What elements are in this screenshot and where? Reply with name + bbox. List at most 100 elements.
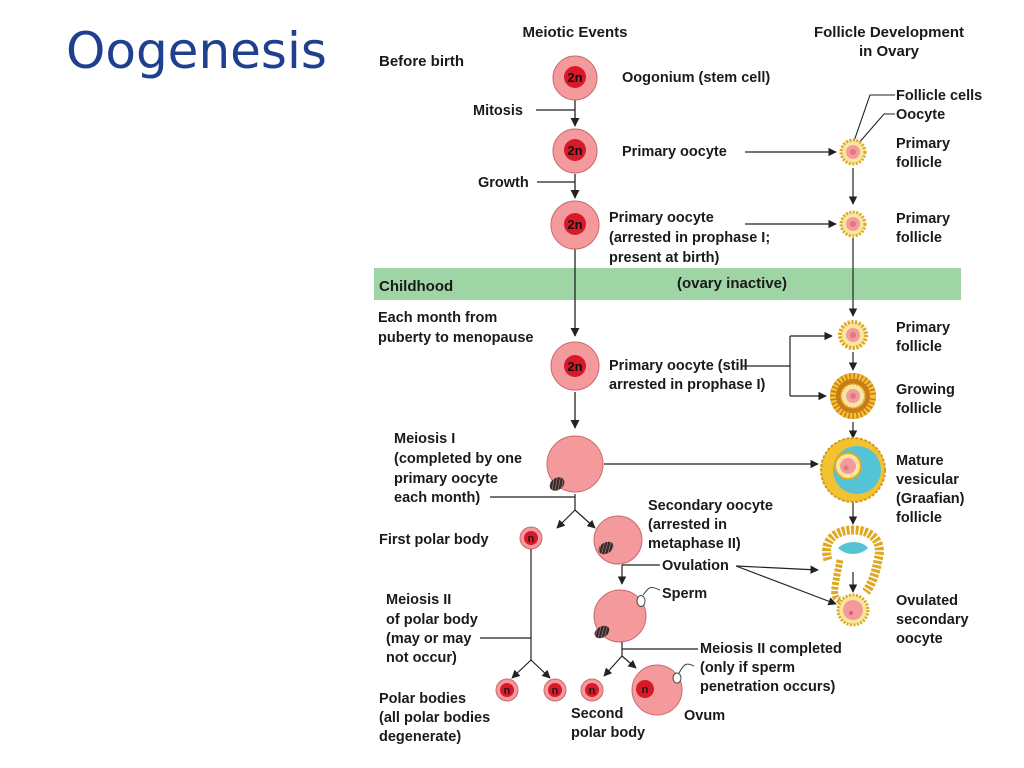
header-meiotic-events: Meiotic Events bbox=[522, 24, 627, 41]
meiosis-2-polar-line2: of polar body bbox=[386, 612, 478, 628]
oogonium-ploidy: 2n bbox=[567, 70, 582, 85]
primary-oocyte-cell-1: 2n bbox=[552, 128, 598, 174]
meiosis-2-polar-line1: Meiosis II bbox=[386, 592, 451, 608]
primary-follicle-3 bbox=[838, 320, 868, 350]
primary-oocyte-2-line3: present at birth) bbox=[609, 250, 720, 266]
mature-follicle-line1: Mature bbox=[896, 453, 944, 469]
label-growing-follicle: Growing follicle bbox=[896, 382, 959, 417]
primary-follicle-1 bbox=[839, 138, 867, 166]
stage-each-month: Each month from puberty to menopause bbox=[378, 310, 534, 346]
label-mitosis: Mitosis bbox=[473, 103, 523, 119]
label-primary-follicle-1: Primary follicle bbox=[896, 136, 954, 171]
meiosis-1-line4: each month) bbox=[394, 490, 480, 506]
meiosis-1-split bbox=[556, 494, 596, 529]
ovulated-oocyte-line2: secondary bbox=[896, 612, 969, 628]
primary-oocyte-3-line2: arrested in prophase I) bbox=[609, 377, 765, 393]
follicle-link-arrows bbox=[604, 147, 837, 469]
stage-childhood: Childhood bbox=[379, 278, 453, 295]
ovulated-oocyte-line1: Ovulated bbox=[896, 593, 958, 609]
primary-follicle-2-line2: follicle bbox=[896, 230, 942, 246]
first-polar-body: n bbox=[519, 526, 543, 550]
label-sperm: Sperm bbox=[662, 586, 707, 602]
second-polar-body-line2: polar body bbox=[571, 725, 645, 741]
meiosis-1-line3: primary oocyte bbox=[394, 471, 498, 487]
label-meiosis-2-completed: Meiosis II completed (only if sperm pene… bbox=[700, 641, 846, 695]
polar-body-a: n bbox=[495, 678, 519, 702]
first-polar-body-ploidy: n bbox=[528, 533, 535, 545]
meiosis-1-line1: Meiosis I bbox=[394, 431, 455, 447]
ovum-ploidy: n bbox=[642, 684, 649, 696]
stage-before-birth: Before birth bbox=[379, 53, 464, 70]
secondary-oocyte-line2: (arrested in bbox=[648, 517, 727, 533]
primary-follicle-1-line1: Primary bbox=[896, 136, 950, 152]
mature-follicle-line3: (Graafian) bbox=[896, 491, 965, 507]
header-follicle-development: Follicle Development bbox=[814, 24, 964, 41]
mature-follicle bbox=[820, 437, 886, 503]
primary-oocyte-1-ploidy: 2n bbox=[567, 143, 582, 158]
ruptured-follicle bbox=[822, 525, 884, 604]
primary-oocyte-3-line1: Primary oocyte (still bbox=[609, 358, 748, 374]
primary-oocyte-2-ploidy: 2n bbox=[567, 217, 582, 232]
primary-follicle-2-line1: Primary bbox=[896, 211, 950, 227]
meiosis-2-completed-line1: Meiosis II completed bbox=[700, 641, 842, 657]
meiosis-2-polar-line3: (may or may bbox=[386, 631, 471, 647]
label-follicle-cells: Follicle cells bbox=[896, 88, 982, 104]
label-primary-oocyte-2: Primary oocyte (arrested in prophase I; … bbox=[609, 210, 774, 266]
meiosis-2-split bbox=[603, 642, 698, 677]
polar-bodies-line1: Polar bodies bbox=[379, 691, 466, 707]
meiosis-1-line2: (completed by one bbox=[394, 451, 522, 467]
meiosis-2-completed-line3: penetration occurs) bbox=[700, 679, 836, 695]
second-polar-body-ploidy: n bbox=[589, 685, 596, 697]
label-second-polar-body: Second polar body bbox=[571, 706, 645, 741]
ovum-cell: n bbox=[631, 663, 695, 716]
header-in-ovary: in Ovary bbox=[859, 43, 920, 60]
growing-follicle bbox=[830, 373, 876, 419]
polar-body-b: n bbox=[543, 678, 567, 702]
second-polar-body: n bbox=[580, 678, 604, 702]
primary-oocyte-cell-3: 2n bbox=[550, 341, 600, 391]
stage-ovary-inactive: (ovary inactive) bbox=[677, 275, 787, 292]
second-polar-body-line1: Second bbox=[571, 706, 623, 722]
polar-body-b-ploidy: n bbox=[552, 685, 559, 697]
primary-oocyte-2-line1: Primary oocyte bbox=[609, 210, 714, 226]
label-growth: Growth bbox=[478, 175, 529, 191]
ovulation-arrows bbox=[617, 564, 837, 606]
label-mature-follicle: Mature vesicular (Graafian) follicle bbox=[896, 453, 969, 526]
label-oogonium: Oogonium (stem cell) bbox=[622, 70, 770, 86]
primary-oocyte-cell-2: 2n bbox=[550, 200, 600, 250]
label-primary-oocyte-3: Primary oocyte (still arrested in propha… bbox=[609, 358, 765, 393]
primary-follicle-1-line2: follicle bbox=[896, 155, 942, 171]
label-meiosis-2-polar: Meiosis II of polar body (may or may not… bbox=[386, 592, 482, 666]
meiosis-2-completed-line2: (only if sperm bbox=[700, 660, 795, 676]
secondary-oocyte-line1: Secondary oocyte bbox=[648, 498, 773, 514]
label-polar-bodies: Polar bodies (all polar bodies degenerat… bbox=[379, 691, 494, 745]
oocyte-meiosis-1-cell bbox=[546, 435, 604, 493]
each-month-line1: Each month from bbox=[378, 310, 497, 326]
growing-follicle-line1: Growing bbox=[896, 382, 955, 398]
label-first-polar-body: First polar body bbox=[379, 532, 489, 548]
ovulated-secondary-oocyte bbox=[836, 593, 870, 627]
secondary-oocyte-line3: metaphase II) bbox=[648, 536, 741, 552]
label-ovum: Ovum bbox=[684, 708, 725, 724]
mature-follicle-line2: vesicular bbox=[896, 472, 959, 488]
primary-oocyte-3-ploidy: 2n bbox=[567, 359, 582, 374]
sperm-icon bbox=[642, 586, 661, 596]
polar-body-lineage bbox=[480, 549, 551, 679]
growing-follicle-line2: follicle bbox=[896, 401, 942, 417]
polar-body-a-ploidy: n bbox=[504, 685, 511, 697]
each-month-line2: puberty to menopause bbox=[378, 330, 534, 346]
mature-follicle-line4: follicle bbox=[896, 510, 942, 526]
label-primary-oocyte-1: Primary oocyte bbox=[622, 144, 727, 160]
secondary-oocyte-cell bbox=[593, 515, 643, 565]
label-primary-follicle-3: Primary follicle bbox=[896, 320, 954, 355]
meiosis-2-polar-line4: not occur) bbox=[386, 650, 457, 666]
primary-follicle-2 bbox=[839, 210, 867, 238]
label-secondary-oocyte: Secondary oocyte (arrested in metaphase … bbox=[648, 498, 777, 552]
label-ovulated-oocyte: Ovulated secondary oocyte bbox=[896, 593, 973, 647]
oogonium-cell: 2n bbox=[552, 55, 598, 101]
primary-oocyte-2-line2: (arrested in prophase I; bbox=[609, 230, 770, 246]
childhood-band bbox=[374, 268, 961, 300]
label-oocyte: Oocyte bbox=[896, 107, 945, 123]
primary-follicle-3-line1: Primary bbox=[896, 320, 950, 336]
